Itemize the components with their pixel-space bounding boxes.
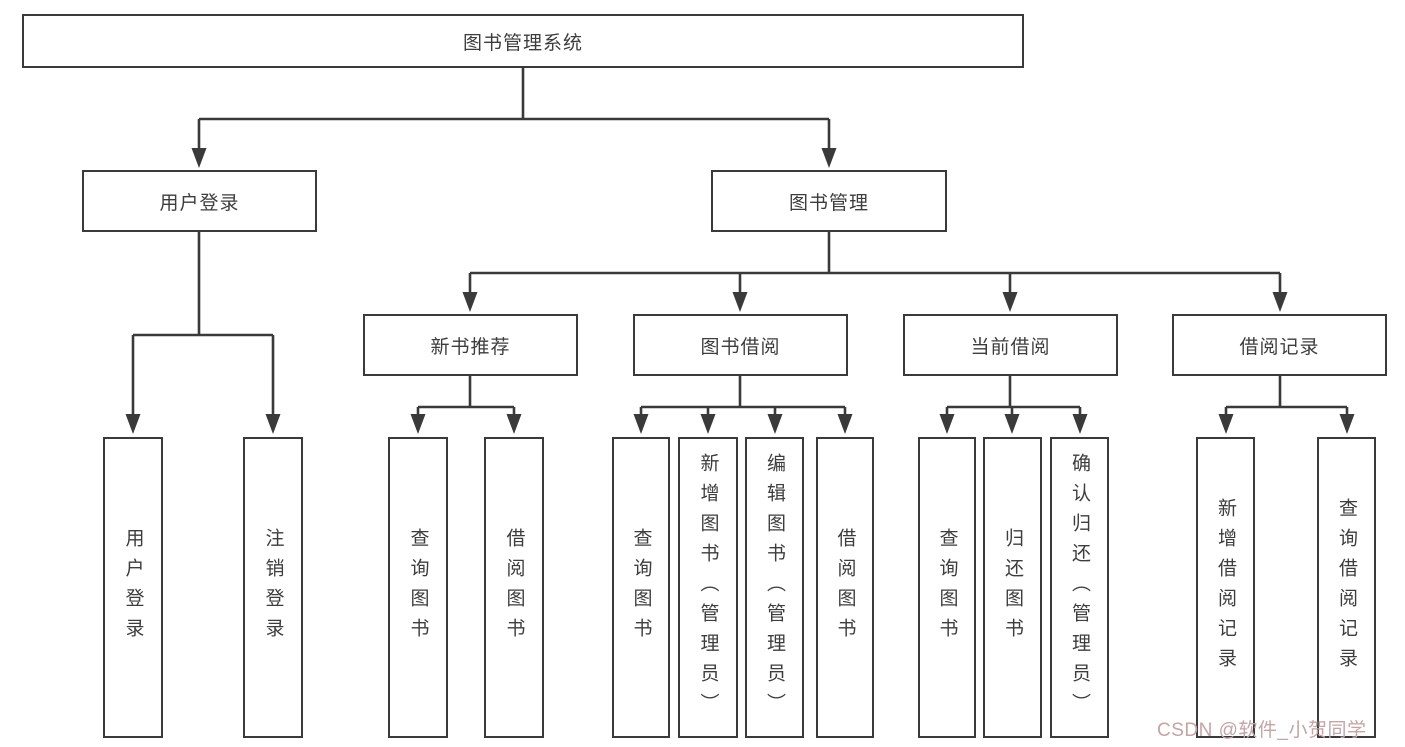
leaf-borrow-borrow-book: 借阅图书 [816, 437, 874, 738]
connector-management-lines [468, 232, 1282, 294]
leaf-current-confirm-return-label: 确认归还（管理员） [1069, 452, 1090, 723]
leaf-borrow-query-label: 查询图书 [630, 527, 652, 648]
leaf-current-query: 查询图书 [918, 437, 976, 738]
leaf-records-query-label: 查询借阅记录 [1336, 497, 1357, 678]
connector-records-lines [1224, 376, 1349, 416]
connector-borrow-lines [639, 376, 847, 416]
arrowheads-newbook [410, 414, 522, 434]
leaf-borrow-edit-book: 编辑图书（管理员） [745, 437, 804, 738]
leaf-newbook-borrow: 借阅图书 [484, 437, 544, 738]
connector-current-lines [945, 376, 1082, 416]
leaf-borrow-edit-book-label: 编辑图书（管理员） [764, 452, 785, 723]
leaf-current-confirm-return: 确认归还（管理员） [1050, 437, 1109, 738]
leaf-newbook-query: 查询图书 [388, 437, 448, 738]
arrowheads-root [191, 148, 837, 168]
leaf-current-return-label: 归还图书 [1002, 527, 1023, 648]
leaf-logout-label: 注销登录 [262, 527, 284, 648]
node-new-book-recommend-label: 新书推荐 [430, 336, 511, 358]
node-user-login: 用户登录 [82, 170, 317, 232]
connector-login-lines [131, 232, 275, 416]
leaf-borrow-add-book: 新增图书（管理员） [678, 437, 738, 738]
node-current-borrow: 当前借阅 [903, 314, 1118, 376]
node-root-system-label: 图书管理系统 [462, 32, 583, 54]
node-book-management: 图书管理 [711, 170, 947, 232]
leaf-user-login-label: 用户登录 [122, 527, 144, 648]
leaf-borrow-add-book-label: 新增图书（管理员） [697, 452, 719, 723]
node-current-borrow-label: 当前借阅 [970, 336, 1051, 358]
node-user-login-label: 用户登录 [159, 192, 240, 214]
leaf-current-query-label: 查询图书 [936, 527, 958, 648]
node-root-system: 图书管理系统 [22, 14, 1024, 68]
leaf-records-add-label: 新增借阅记录 [1215, 497, 1236, 678]
leaf-newbook-borrow-label: 借阅图书 [503, 527, 525, 648]
leaf-logout: 注销登录 [243, 437, 303, 738]
connector-root-lines [197, 68, 831, 150]
leaf-records-add: 新增借阅记录 [1196, 437, 1255, 738]
leaf-borrow-query: 查询图书 [612, 437, 670, 738]
node-borrow-records: 借阅记录 [1172, 314, 1387, 376]
node-new-book-recommend: 新书推荐 [363, 314, 578, 376]
connector-newbook-lines [416, 376, 516, 416]
node-borrow-records-label: 借阅记录 [1239, 336, 1320, 358]
leaf-current-return: 归还图书 [983, 437, 1042, 738]
leaf-borrow-borrow-book-label: 借阅图书 [834, 527, 856, 648]
node-book-borrow: 图书借阅 [633, 314, 848, 376]
node-book-borrow-label: 图书借阅 [700, 336, 781, 358]
arrowheads-records [1218, 414, 1355, 434]
leaf-newbook-query-label: 查询图书 [407, 527, 429, 648]
arrowheads-login [125, 414, 281, 434]
arrowheads-management [462, 292, 1288, 312]
watermark: CSDN @软件_小贺同学 [1157, 720, 1367, 741]
arrowheads-borrow [633, 414, 853, 434]
leaf-user-login: 用户登录 [103, 437, 163, 738]
arrowheads-current [939, 414, 1088, 434]
leaf-records-query: 查询借阅记录 [1317, 437, 1376, 738]
node-book-management-label: 图书管理 [788, 192, 869, 214]
